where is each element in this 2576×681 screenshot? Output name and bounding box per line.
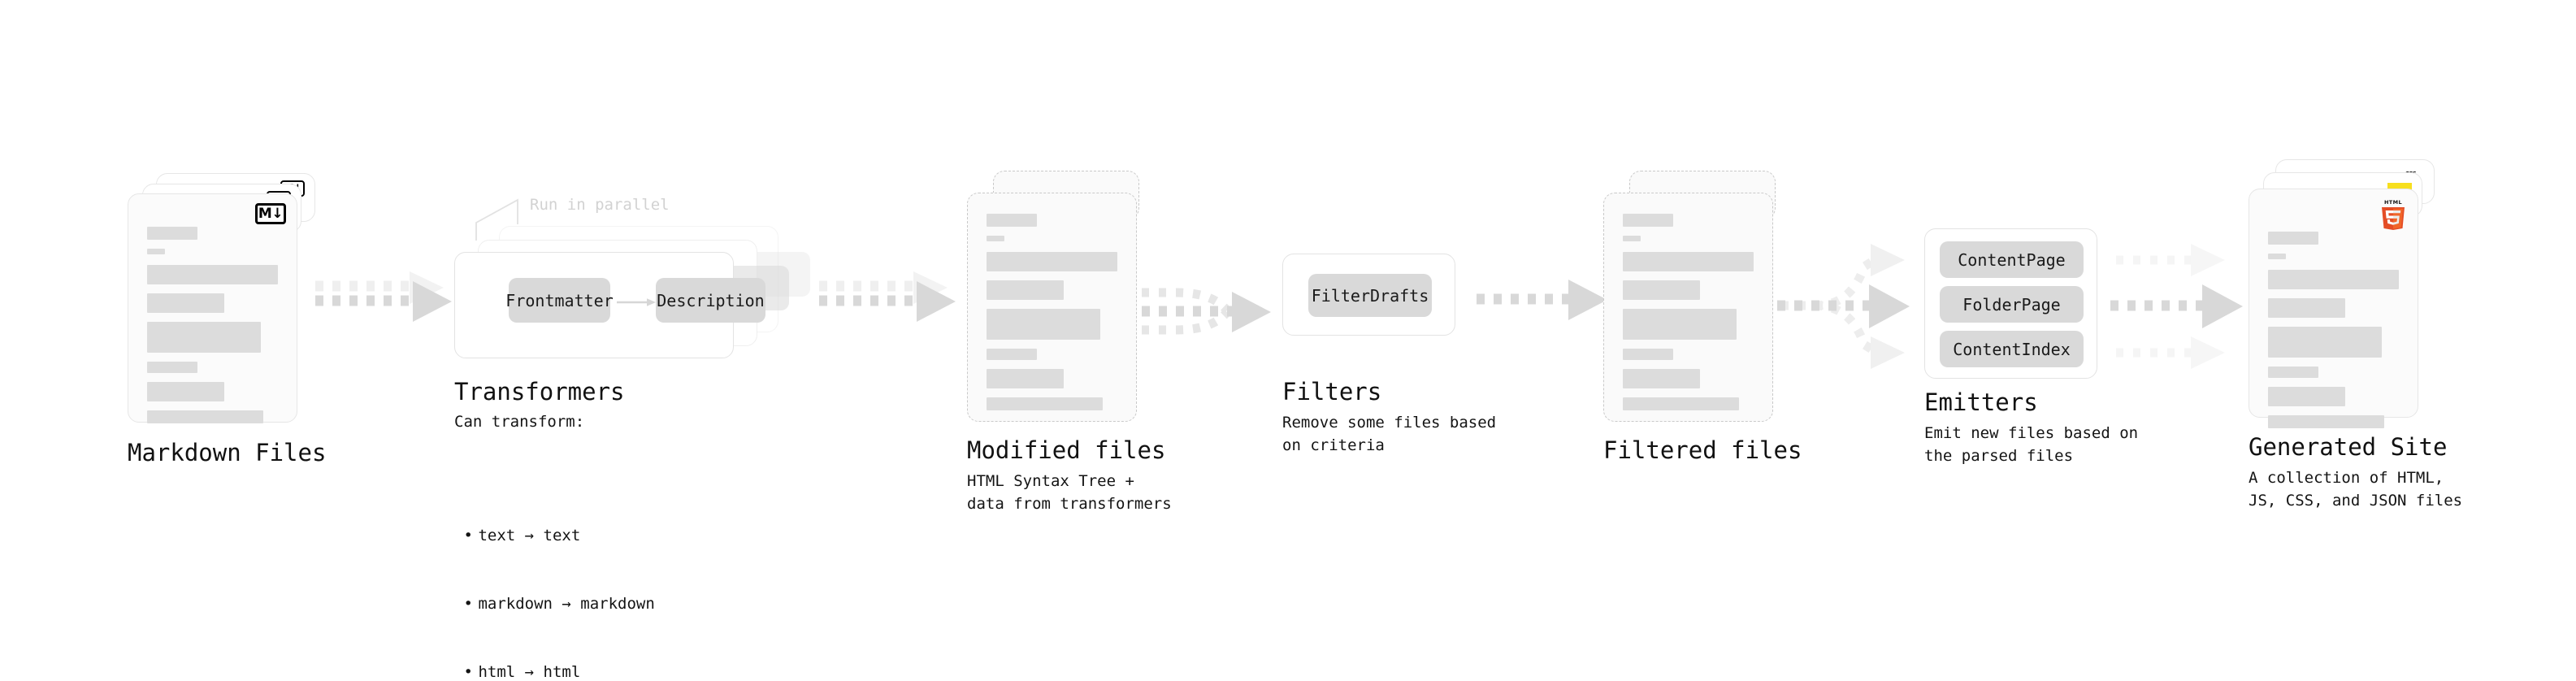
stage-title-generated-site: Generated Site	[2249, 433, 2448, 461]
generated-site-subtitle: A collection of HTML, JS, CSS, and JSON …	[2249, 469, 2463, 510]
content-bar	[147, 382, 224, 401]
content-bar	[1623, 236, 1641, 241]
emitter-pill-contentindex[interactable]: ContentIndex	[1940, 331, 2084, 367]
parallel-annotation-leader	[475, 193, 573, 245]
emitter-pill-contentpage[interactable]: ContentPage	[1940, 241, 2084, 278]
stage-title-emitters: Emitters	[1924, 388, 2038, 416]
svg-text:HTML: HTML	[2384, 199, 2402, 206]
transformer-pill-frontmatter[interactable]: Frontmatter	[505, 278, 614, 323]
content-bar	[987, 349, 1037, 360]
filters-subtitle: Remove some files based on criteria	[1282, 414, 1497, 454]
content-bar	[1623, 369, 1700, 388]
content-bar	[987, 214, 1037, 227]
transformer-pill-description[interactable]: Description	[656, 278, 765, 323]
emitters-panel: ContentPage FolderPage ContentIndex	[1924, 228, 2097, 379]
filter-pill-filterdrafts[interactable]: FilterDrafts	[1308, 274, 1432, 317]
content-bar	[2268, 327, 2382, 358]
flow-arrow-transformers-to-modified	[813, 268, 959, 361]
modified-card-content	[987, 214, 1120, 419]
transform-list-item: • markdown → markdown	[454, 595, 655, 613]
stage-modified-files: Modified files HTML Syntax Tree + data f…	[967, 171, 1284, 513]
content-bar	[2268, 415, 2384, 428]
transformer-panel-front: Frontmatter Description	[454, 252, 765, 358]
content-bar	[987, 309, 1100, 340]
content-bar	[147, 265, 278, 284]
content-bar	[147, 227, 197, 240]
stage-markdown-files: M↓ M↓ M↓ Markdown F	[0, 0, 452, 681]
flow-arrow-filters-to-filtered	[1472, 276, 1611, 345]
transform-list-item: • text → text	[454, 527, 581, 544]
stage-title-markdown-files: Markdown Files	[128, 439, 327, 466]
content-bar	[2268, 232, 2318, 245]
stage-title-filters: Filters	[1282, 378, 1382, 406]
content-bar	[1623, 309, 1737, 340]
site-card-front: HTML	[2249, 189, 2418, 428]
content-bar	[147, 322, 261, 353]
parallel-note: Run in parallel	[530, 196, 670, 214]
filtered-card-content	[1623, 214, 1756, 419]
stage-emitters: ContentPage FolderPage ContentIndex Emit…	[1924, 228, 2243, 465]
html5-icon: HTML	[2379, 197, 2407, 230]
modified-files-subtitle: HTML Syntax Tree + data from transformer…	[967, 472, 1172, 513]
flow-arrow-markdown-to-transformers	[309, 268, 455, 361]
transformers-transform-list: • text → text • markdown → markdown • ht…	[454, 433, 655, 681]
content-bar	[147, 249, 165, 254]
content-bar	[2268, 387, 2345, 406]
content-bar	[987, 280, 1064, 300]
markdown-card-content	[147, 227, 280, 432]
content-bar	[2268, 270, 2399, 289]
emitter-pill-folderpage[interactable]: FolderPage	[1940, 286, 2084, 323]
stage-title-filtered-files: Filtered files	[1603, 436, 1802, 464]
stage-filtered-files: Filtered files	[1603, 171, 1910, 464]
stage-title-transformers: Transformers	[454, 378, 625, 406]
content-bar	[2268, 298, 2345, 318]
content-bar	[1623, 349, 1673, 360]
stage-transformers: Run in parallel Frontmatt	[0, 0, 956, 681]
content-bar	[1623, 397, 1739, 410]
transform-list-item: • html → html	[454, 663, 581, 681]
content-bar	[987, 236, 1004, 241]
modified-card-front	[967, 193, 1137, 422]
flow-arrow-filtered-to-emitters	[1773, 228, 1923, 385]
content-bar	[2268, 367, 2318, 378]
content-bar	[2268, 254, 2286, 259]
flow-arrow-modified-to-filters	[1138, 260, 1284, 369]
content-bar	[987, 252, 1117, 271]
content-bar	[987, 397, 1103, 410]
filtered-card-front	[1603, 193, 1773, 422]
filters-panel: FilterDrafts	[1282, 254, 1455, 336]
content-bar	[1623, 280, 1700, 300]
content-bar	[1623, 252, 1754, 271]
markdown-card-front: M↓	[128, 193, 297, 423]
content-bar	[147, 362, 197, 373]
flow-arrow-emitters-to-site	[2106, 228, 2257, 385]
markdown-icon: M↓	[255, 203, 286, 224]
content-bar	[147, 410, 263, 423]
stage-filters: FilterDrafts Filters Remove some files b…	[1282, 254, 1607, 454]
transformer-inner-arrow	[617, 295, 657, 310]
site-card-content	[2268, 232, 2401, 437]
emitters-subtitle: Emit new files based on the parsed files	[1924, 424, 2139, 465]
stage-title-modified-files: Modified files	[967, 436, 1166, 464]
transformers-subtitle: Can transform:	[454, 413, 585, 431]
content-bar	[1623, 214, 1673, 227]
content-bar	[147, 293, 224, 313]
content-bar	[987, 369, 1064, 388]
